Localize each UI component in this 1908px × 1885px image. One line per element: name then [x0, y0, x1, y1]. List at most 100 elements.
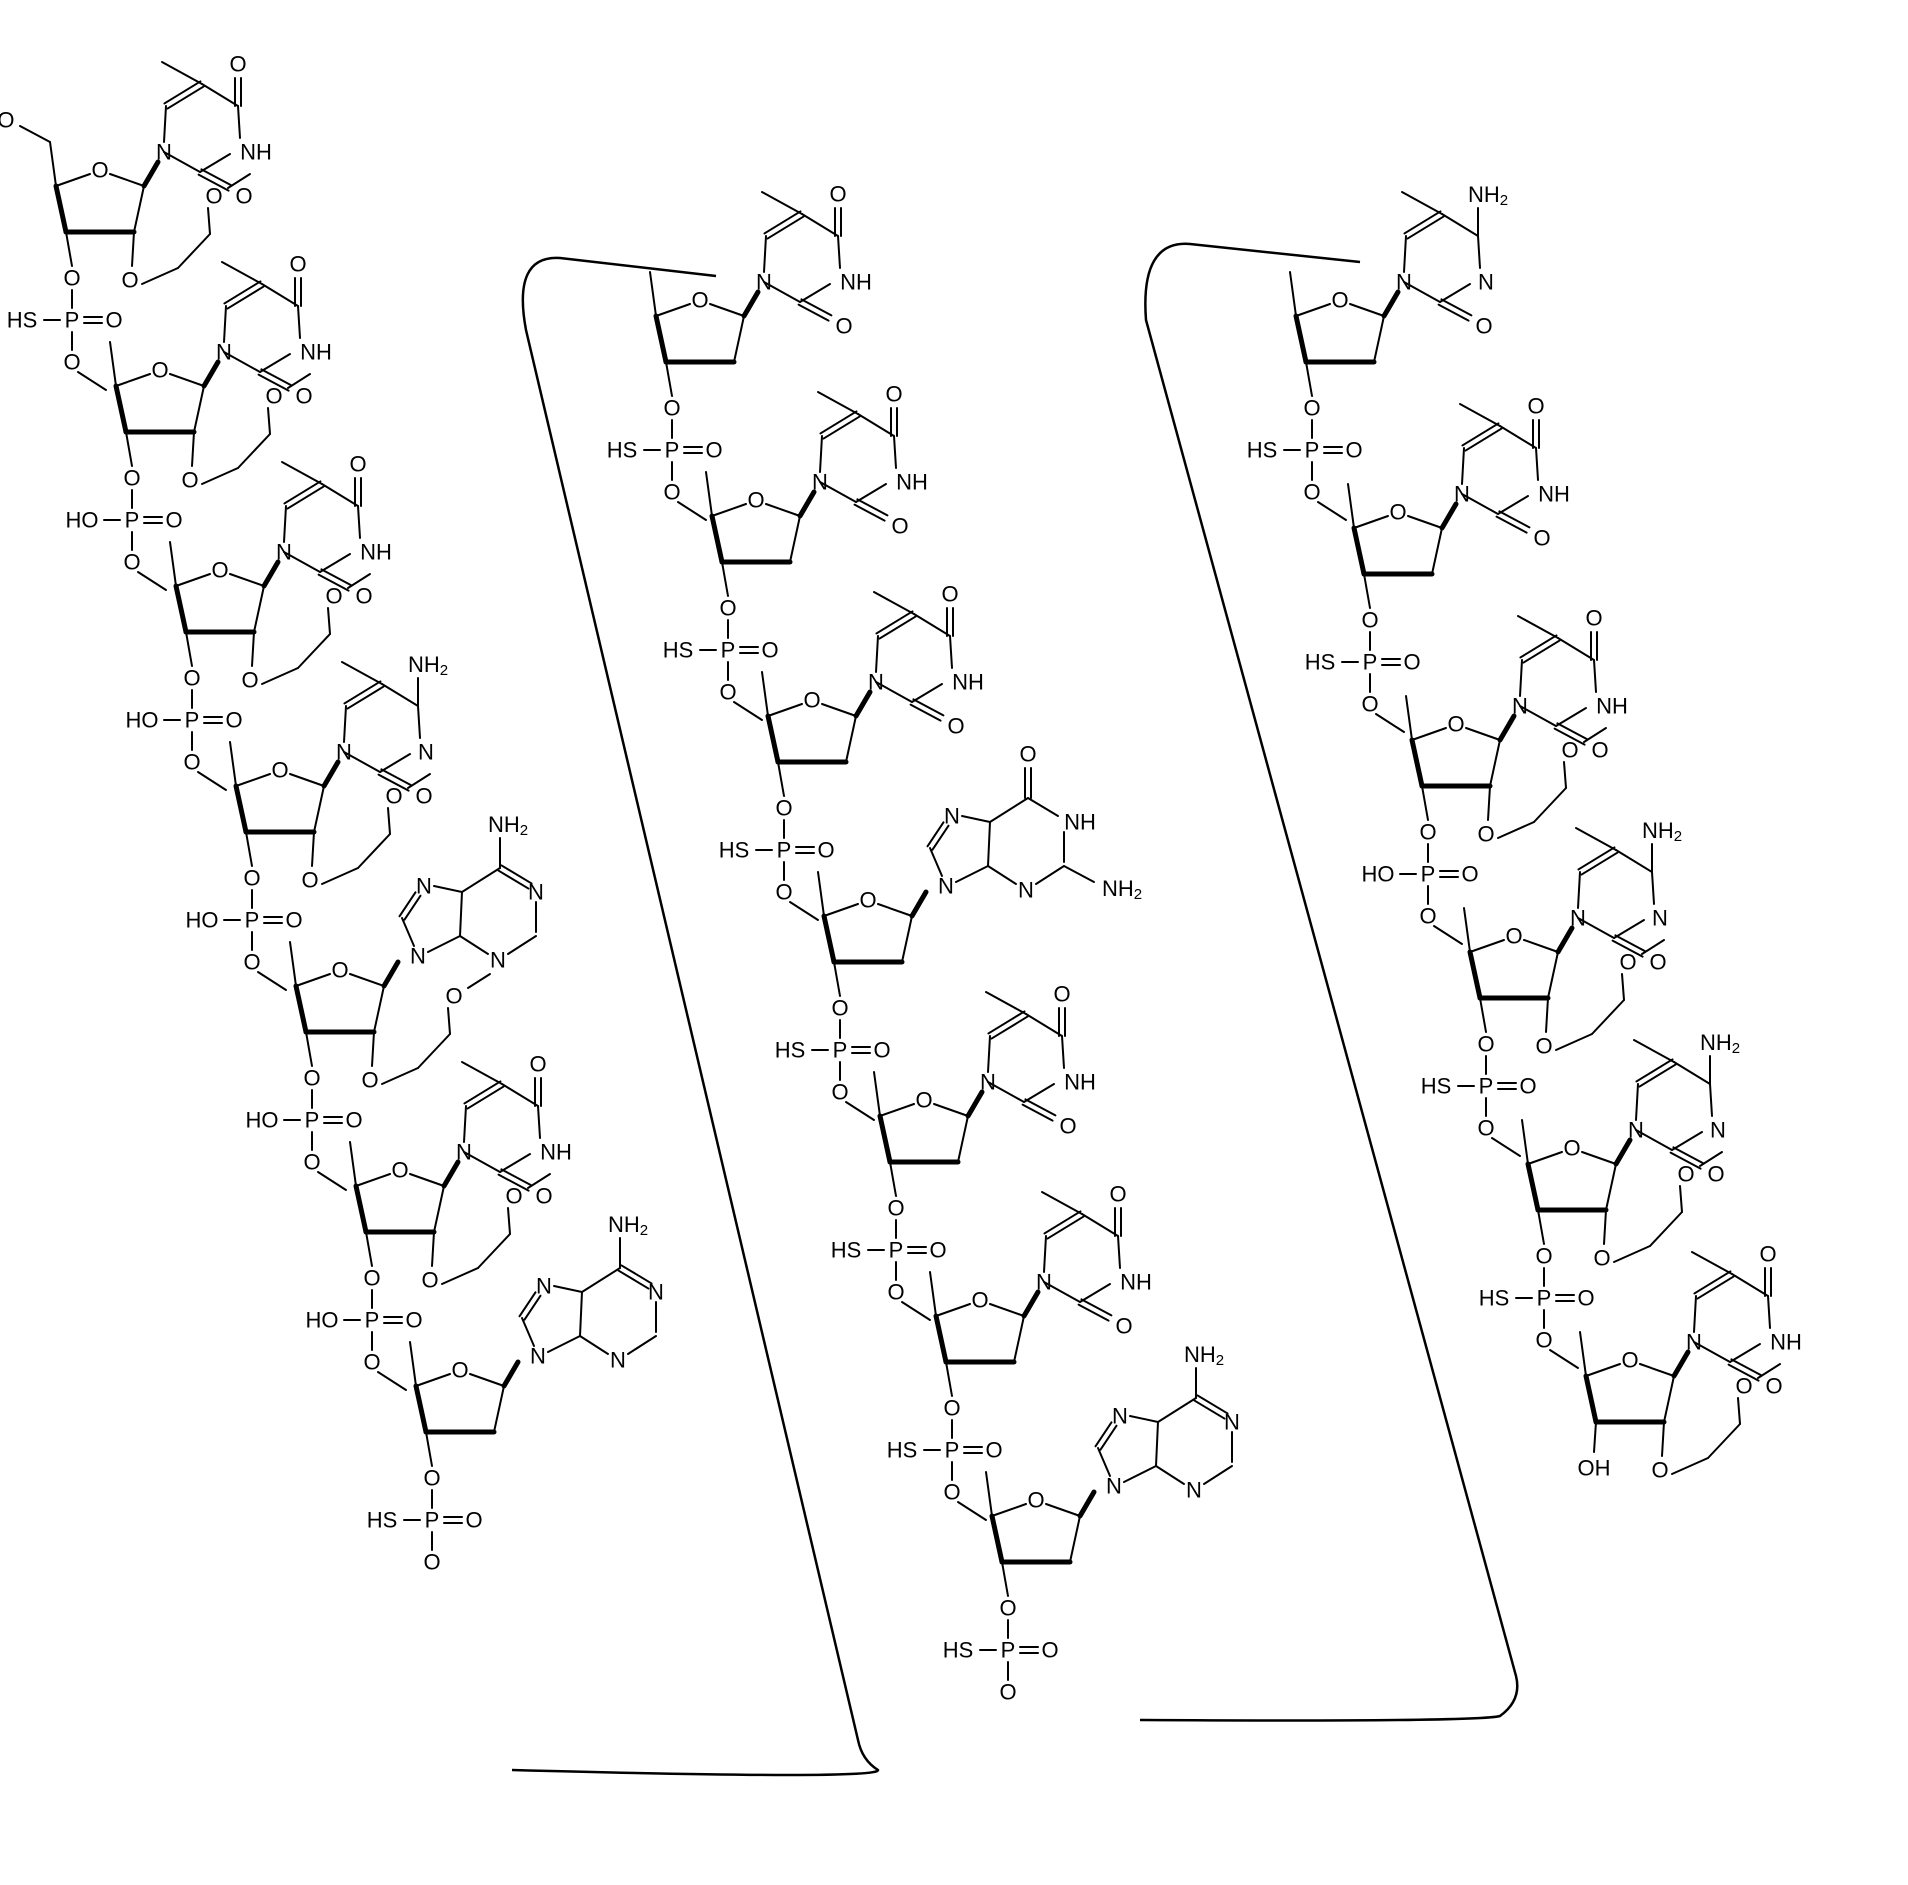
deoxyribose-sugar: O — [986, 1472, 1094, 1562]
hydroxyl-group: HO — [246, 1108, 279, 1133]
bond — [856, 484, 886, 502]
methyl-bond — [986, 992, 1026, 1014]
c5-bond — [110, 342, 116, 386]
carbonyl-bond — [1025, 1099, 1055, 1115]
thymine-base: NONHO — [1454, 394, 1570, 551]
bond — [388, 808, 390, 834]
carbonyl-oxygen: O — [1109, 1182, 1126, 1207]
imide-nh: NH — [1064, 810, 1096, 835]
oxo-oxygen: O — [105, 308, 122, 333]
methyl-bond — [1692, 1252, 1732, 1274]
ring-nitrogen: N — [648, 1280, 664, 1305]
ether-oxygen: O — [301, 868, 318, 893]
c5-bond — [650, 272, 656, 316]
imide-nh: NH — [1120, 1270, 1152, 1295]
phosphorus: P — [185, 708, 200, 733]
phosphorothioate-linkage: OPHSOO — [887, 1396, 1003, 1505]
double-bond — [928, 822, 944, 846]
double-bond — [400, 892, 416, 916]
phosphorus: P — [65, 308, 80, 333]
ether-oxygen: O — [121, 268, 138, 293]
bond — [1578, 872, 1580, 908]
ring-oxygen: O — [1389, 500, 1406, 525]
phosphorus: P — [1421, 862, 1436, 887]
bridging-oxygen: O — [831, 1080, 848, 1105]
imide-nh: NH — [840, 270, 872, 295]
phosphorus: P — [1001, 1638, 1016, 1663]
phosphodiester-linkage: OPHOOO — [126, 666, 243, 775]
wedge-bond — [656, 316, 666, 362]
nucleotide-unit: ONNNNHONH2OPHSOO — [775, 742, 1142, 1121]
bond — [1636, 1084, 1638, 1120]
ether-oxygen: O — [361, 1068, 378, 1093]
bond — [1616, 850, 1652, 872]
thiol-group: HS — [943, 1638, 974, 1663]
oxo-oxygen: O — [1577, 1286, 1594, 1311]
wedge-bond — [356, 1186, 366, 1232]
carbonyl-oxygen: O — [1115, 1314, 1132, 1339]
ether-bond — [1662, 1422, 1664, 1456]
bridging-oxygen: O — [943, 1480, 960, 1505]
carbonyl-oxygen: O — [885, 382, 902, 407]
thiol-group: HS — [607, 438, 638, 463]
bond — [1548, 952, 1558, 998]
bond — [202, 84, 238, 106]
bond — [322, 868, 358, 884]
amino-label: NH2 — [408, 652, 448, 679]
bond — [418, 706, 420, 738]
bond — [988, 822, 990, 866]
glycosidic-bond — [800, 492, 814, 516]
ether-bond — [252, 632, 254, 666]
wedge-bond — [56, 186, 66, 232]
ring-oxygen: O — [331, 958, 348, 983]
c5-linker — [78, 372, 106, 390]
bond — [858, 414, 894, 436]
bond — [902, 916, 912, 962]
phosphorothioate-linkage: OPHSOO — [943, 1596, 1059, 1705]
methyl-bond — [1576, 828, 1616, 850]
bridging-oxygen: O — [719, 596, 736, 621]
bond — [582, 1268, 620, 1292]
glycosidic-bond — [504, 1362, 518, 1386]
thiol-group: HS — [367, 1508, 398, 1533]
ring-oxygen: O — [91, 158, 108, 183]
deoxyribose-sugar: O — [706, 472, 814, 562]
glycosidic-bond — [1442, 504, 1456, 528]
bond — [236, 774, 270, 786]
carbonyl-bond — [913, 699, 943, 715]
bond — [20, 126, 50, 142]
c5-linker — [678, 502, 706, 520]
bridging-oxygen: O — [1477, 1116, 1494, 1141]
bond — [1622, 974, 1624, 1000]
wedge-bond — [1586, 1376, 1596, 1422]
methyl-bond — [282, 462, 322, 484]
bond — [202, 468, 238, 484]
c5-linker — [790, 902, 818, 920]
bond — [1524, 940, 1558, 952]
bond — [374, 986, 384, 1032]
ring-nitrogen: N — [1512, 694, 1528, 719]
nucleotide-unit: OOONONHOOH — [1578, 1242, 1802, 1483]
guanine-base: NNNNHONH2 — [928, 742, 1143, 903]
bond — [262, 668, 298, 684]
bond — [442, 1268, 478, 1284]
carbonyl-bond — [1441, 299, 1471, 315]
nucleotide-unit: ONNNNNH2OPHSOO — [943, 1342, 1240, 1705]
ring-oxygen: O — [859, 888, 876, 913]
bridging-oxygen: O — [63, 266, 80, 291]
methyl-bond — [818, 392, 858, 414]
bond — [1606, 1164, 1616, 1210]
carbonyl-oxygen: O — [1533, 526, 1550, 551]
c5-bond — [350, 1142, 356, 1186]
bond — [1432, 528, 1442, 574]
bond — [1708, 1424, 1740, 1458]
bond — [410, 1174, 444, 1186]
ether-oxygen: O — [241, 668, 258, 693]
bond — [962, 816, 990, 822]
bond — [1538, 1210, 1544, 1244]
glycosidic-bond — [1500, 716, 1514, 740]
imide-nh: NH — [240, 140, 272, 165]
bond — [314, 786, 324, 832]
bond — [1422, 786, 1428, 820]
bridging-oxygen: O — [1419, 904, 1436, 929]
